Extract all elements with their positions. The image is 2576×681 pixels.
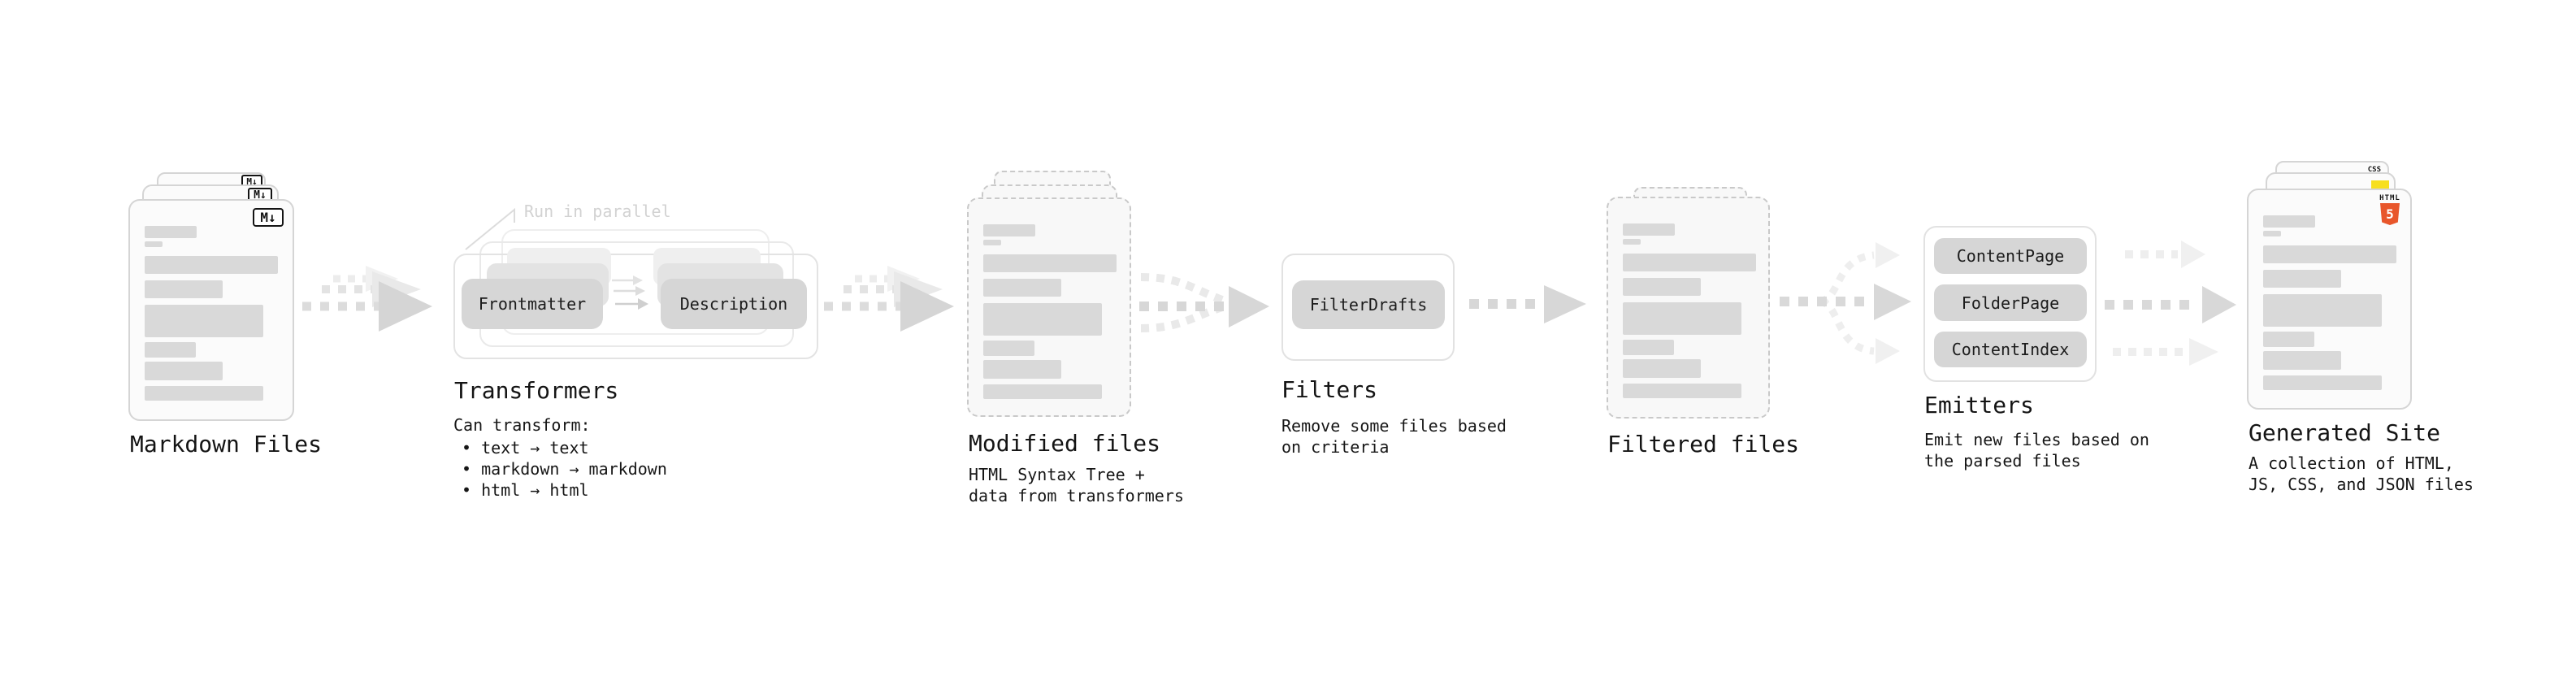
filterdrafts-pill: FilterDrafts — [1292, 280, 1445, 329]
emitters-label: Emitters — [1924, 392, 2034, 419]
arrow-modified-to-filters — [1139, 273, 1269, 332]
run-in-parallel-leader-line — [465, 207, 515, 250]
placeholder-bar — [2263, 375, 2382, 390]
placeholder-bar — [145, 226, 197, 238]
placeholder-bar — [145, 386, 263, 401]
html5-icon: HTML 5 — [2379, 194, 2401, 225]
filtered-files-label: Filtered files — [1607, 431, 1800, 458]
placeholder-bar — [1623, 239, 1641, 245]
placeholder-bar — [1623, 278, 1701, 296]
arrow-emitters-to-site — [2105, 241, 2236, 366]
description-pill: Description — [661, 279, 807, 329]
placeholder-bar — [2263, 215, 2315, 228]
frontmatter-pill: Frontmatter — [462, 279, 603, 329]
placeholder-bar — [1623, 302, 1741, 335]
contentindex-pill: ContentIndex — [1934, 332, 2087, 367]
placeholder-bar — [145, 342, 196, 358]
markdown-file-card-front: M↓ — [128, 199, 294, 421]
placeholder-bar — [2263, 351, 2341, 370]
placeholder-bar — [1623, 340, 1674, 355]
generated-site-description: A collection of HTML, JS, CSS, and JSON … — [2249, 453, 2474, 494]
placeholder-bar — [983, 240, 1001, 245]
transformers-label: Transformers — [454, 377, 619, 404]
filters-label: Filters — [1281, 376, 1378, 403]
html5-icon-word: HTML — [2379, 194, 2400, 202]
placeholder-bar — [145, 256, 278, 274]
modified-file-card-front — [967, 197, 1131, 417]
placeholder-bar — [145, 305, 263, 337]
placeholder-bar — [2263, 270, 2341, 288]
markdown-files-label: Markdown Files — [130, 431, 323, 458]
arrow-transformers-to-modified — [824, 266, 954, 332]
placeholder-bar — [983, 360, 1061, 379]
placeholder-bar — [2263, 245, 2396, 263]
placeholder-bar — [983, 340, 1034, 356]
placeholder-bar — [1623, 359, 1701, 378]
folderpage-pill: FolderPage — [1934, 284, 2087, 321]
placeholder-bar — [2263, 332, 2314, 347]
markdown-icon: M↓ — [253, 208, 284, 227]
placeholder-bar — [1623, 384, 1741, 398]
placeholder-bar — [2263, 231, 2281, 236]
filtered-file-card-front — [1607, 197, 1770, 419]
placeholder-bar — [2263, 294, 2382, 327]
generated-html-card: HTML 5 — [2247, 189, 2412, 410]
placeholder-bar — [983, 279, 1061, 297]
modified-files-description: HTML Syntax Tree + data from transformer… — [969, 465, 1184, 505]
html5-icon-shield: 5 — [2380, 203, 2400, 225]
filters-description: Remove some files based on criteria — [1281, 416, 1507, 457]
placeholder-bar — [983, 303, 1102, 336]
transformer-pill-arrows — [612, 275, 648, 310]
modified-files-label: Modified files — [969, 430, 1161, 457]
placeholder-bar — [1623, 254, 1756, 271]
transformer-container-front — [453, 254, 818, 359]
arrow-filters-to-filtered — [1469, 285, 1586, 323]
placeholder-bar — [1623, 223, 1675, 236]
transformers-description: Can transform: — [453, 415, 591, 435]
placeholder-bar — [983, 254, 1117, 272]
placeholder-bar — [145, 241, 163, 247]
css-icon: CSS — [2367, 166, 2381, 174]
placeholder-bar — [983, 224, 1035, 236]
emitters-description: Emit new files based on the parsed files — [1924, 430, 2149, 471]
run-in-parallel-note: Run in parallel — [524, 202, 671, 221]
generated-site-label: Generated Site — [2249, 419, 2441, 446]
arrow-filtered-to-emitters — [1780, 242, 1911, 364]
arrow-markdown-to-transformers — [302, 266, 432, 332]
transformers-bullet-list: • text → text • markdown → markdown • ht… — [462, 438, 667, 500]
placeholder-bar — [145, 362, 223, 380]
contentpage-pill: ContentPage — [1934, 238, 2087, 274]
placeholder-bar — [145, 280, 223, 298]
placeholder-bar — [983, 384, 1102, 399]
